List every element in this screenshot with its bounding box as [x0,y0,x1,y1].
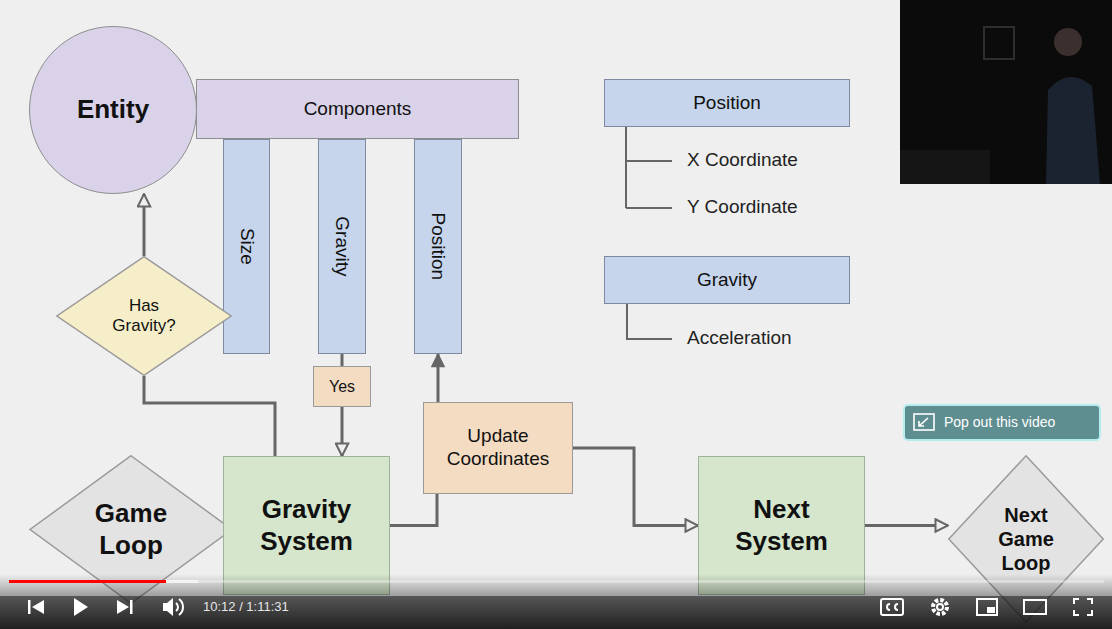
node-text: Has Gravity? [106,296,182,337]
text-wrap: Components [197,80,518,138]
text-wrap: Gravity [605,257,849,303]
flow-connector [390,494,437,526]
text-wrap: Update Coordinates [424,403,572,493]
diamond-shape [30,456,232,604]
flow-connector [865,524,948,527]
tooltip-text: Pop out this video [944,414,1055,431]
component-box: Gravity [604,256,850,304]
node-text: Gravity [697,269,757,292]
flow-connector [573,448,698,526]
diamond-shape [949,456,1103,622]
node-text: Position [427,213,450,281]
flow-connector [341,354,344,366]
text-wrap: Size [224,140,269,353]
system-box: Next System [698,456,865,595]
next-icon [130,600,133,614]
settings-icon [933,600,947,614]
popout-icon [919,418,928,426]
control-bar [0,596,1112,629]
fullscreen-icon [1074,599,1092,615]
tree-line [627,304,672,339]
prev-icon [32,600,44,614]
field-label: X Coordinate [687,149,798,172]
flow-connector [437,354,440,402]
node-text: Position [693,92,761,115]
loop-diamond: Game Loop [29,455,233,604]
node-text: Size [235,228,258,265]
component-box: Position [604,79,850,127]
component-bar: Size [223,139,270,354]
node-text: Yes [329,377,355,396]
progress-buffer [9,580,198,583]
text-wrap: Has Gravity? [56,256,232,376]
text-wrap: Entity [30,27,196,193]
volume-icon [163,598,173,616]
text-wrap: Position [605,80,849,126]
text-wrap: Yes [314,367,370,406]
system-box: Gravity System [223,456,390,595]
presenter-head [1054,28,1082,56]
field-label: Acceleration [687,327,792,350]
player-shade [0,574,1112,629]
popout-icon [914,414,934,430]
text-wrap: Position [415,140,461,353]
entity-circle: Entity [29,26,197,194]
wall-picture [984,27,1014,59]
component-bar: Position [414,139,462,354]
flow-connector [143,194,146,256]
text-wrap: Next System [699,457,864,594]
node-text: Components [304,98,412,121]
tooltip-box [904,405,1100,440]
flow-connector [341,407,344,456]
text-wrap: Game Loop [29,455,233,604]
action-box: Update Coordinates [423,402,573,494]
node-text: Update Coordinates [433,425,563,471]
miniplayer-icon [987,607,995,613]
progress-track [9,580,1104,583]
text-wrap: Gravity System [224,457,389,594]
node-text: Next System [712,494,852,556]
field-label: Y Coordinate [687,196,798,219]
next-icon [117,600,129,614]
captions-icon [881,599,903,615]
text-wrap: Gravity [319,140,365,353]
theater-icon [1024,600,1046,614]
decision-diamond: Has Gravity? [56,256,232,376]
miniplayer-icon [977,599,997,615]
component-bar: Gravity [318,139,366,354]
node-text: Next Game Loop [993,503,1059,575]
text-wrap: Next Game Loop [948,455,1104,623]
podium [900,150,990,184]
diamond-shape [57,257,231,376]
node-text: Gravity [331,216,354,276]
tree-line [626,127,672,208]
component-band: Components [196,79,519,139]
webcam-frame [900,0,1112,184]
play-icon [74,598,88,616]
time-display: 10:12 / 1:11:31 [203,599,289,615]
prev-icon [28,600,31,614]
presenter-body [1046,77,1100,184]
flow-connector [144,376,275,456]
volume-icon [176,599,183,615]
node-text: Game Loop [86,498,176,560]
captions-icon [887,604,898,610]
settings-icon [937,604,943,610]
answer-box: Yes [313,366,371,407]
progress-played [9,580,166,583]
node-text: Gravity System [237,494,377,556]
loop-diamond: Next Game Loop [948,455,1104,623]
node-text: Entity [77,94,149,125]
